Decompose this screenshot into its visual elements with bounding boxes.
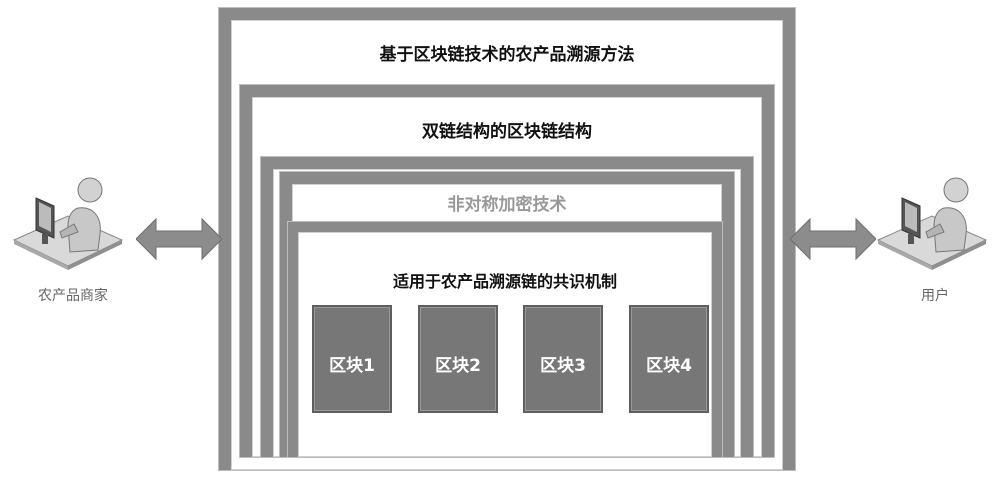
- block-3: 区块3: [523, 305, 603, 413]
- consensus-title: 适用于农产品溯源链的共识机制: [392, 272, 617, 291]
- block-label: 区块4: [646, 356, 692, 376]
- block-4: 区块4: [629, 305, 709, 413]
- block-label: 区块1: [329, 356, 375, 376]
- user-label: 用户: [921, 288, 949, 304]
- block-2: 区块2: [418, 305, 498, 413]
- encryption-title: 非对称加密技术: [447, 195, 567, 215]
- person-at-computer-icon: [12, 177, 124, 270]
- person-at-computer-icon: [876, 177, 988, 270]
- outer-title: 基于区块链技术的农产品溯源方法: [379, 45, 635, 65]
- merchant-label: 农产品商家: [38, 288, 108, 304]
- double-chain-title: 双链结构的区块链结构: [422, 122, 592, 142]
- block-1: 区块1: [312, 305, 392, 413]
- double-arrow-icon: [790, 217, 876, 261]
- block-label: 区块2: [435, 356, 481, 376]
- block-label: 区块3: [540, 356, 586, 376]
- double-arrow-icon: [136, 217, 222, 261]
